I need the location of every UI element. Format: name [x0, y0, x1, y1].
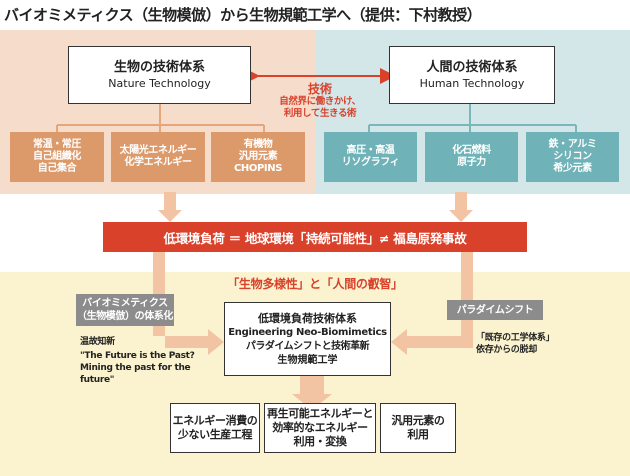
human-item: 鉄・アルミ シリコン 希少元素 [526, 132, 619, 182]
outcome-common-elements: 汎用元素の 利用 [380, 403, 456, 453]
biomimetic-engineering-line: 生物規範工学 [277, 354, 338, 366]
nature-technology-box: 生物の技術体系 Nature Technology [68, 46, 251, 104]
human-technology-subtitle: Human Technology [419, 77, 525, 90]
human-technology-title: 人間の技術体系 [426, 60, 518, 75]
human-down-arrow [449, 192, 473, 222]
neo-biomimetics-subtitle: Engineering Neo-Biomimetics [228, 326, 387, 338]
page-title: バイオミメティクス（生物模倣）から生物規範工学へ（提供：下村教授） [4, 6, 482, 24]
neo-biomimetics-title: 低環境負荷技術体系 [258, 311, 357, 325]
nature-bracket [56, 103, 265, 132]
human-technology-box: 人間の技術体系 Human Technology [389, 46, 555, 104]
nature-item: 常温・常圧 自己組織化 自己集合 [10, 132, 104, 182]
outcome-low-energy: エネルギー消費の 少ない生産工程 [170, 403, 260, 453]
human-item: 化石燃料 原子力 [425, 132, 518, 182]
human-bracket [368, 103, 577, 132]
innovation-line: パラダイムシフトと技術革新 [245, 340, 370, 352]
tech-link-caption: 自然界に働きかけ、 利用して生きる術 [279, 96, 361, 119]
biomimetics-label: バイオミメティクス （生物模倣）の体系化 [76, 294, 174, 326]
nature-item: 有機物 汎用元素 CHOPINS [211, 132, 305, 182]
future-past-quote: "The Future is the Past? Mining the past… [80, 351, 195, 385]
right-merge-arrow [391, 252, 473, 355]
nature-technology-subtitle: Nature Technology [108, 77, 211, 90]
left-merge-arrow [153, 252, 224, 355]
tech-link-label: 技術 [307, 82, 332, 96]
nature-down-arrow [158, 192, 182, 222]
nature-item: 太陽光エネルギー 化学エネルギー [111, 132, 205, 182]
outcome-renewable: 再生可能エネルギーと 効率的なエネルギー 利用・変換 [264, 403, 376, 453]
nature-technology-title: 生物の技術体系 [113, 60, 205, 75]
low-impact-banner: 低環境負荷 ＝ 地球環境「持続可能性」≠ 福島原発事故 [103, 222, 527, 252]
neo-biomimetics-box: 低環境負荷技術体系 Engineering Neo-Biomimetics パラ… [224, 302, 391, 376]
outcome-down-arrow [292, 376, 332, 410]
existing-engineering-caption: 「既存の工学体系」 依存からの脱却 [476, 333, 555, 355]
paradigm-shift-label: パラダイムシフト [447, 300, 543, 320]
diversity-heading: 「生物多様性」と「人間の叡智」 [227, 277, 403, 291]
human-item: 高圧・高温 リソグラフィ [324, 132, 417, 182]
onko-chishin-title: 温故知新 [80, 337, 115, 347]
